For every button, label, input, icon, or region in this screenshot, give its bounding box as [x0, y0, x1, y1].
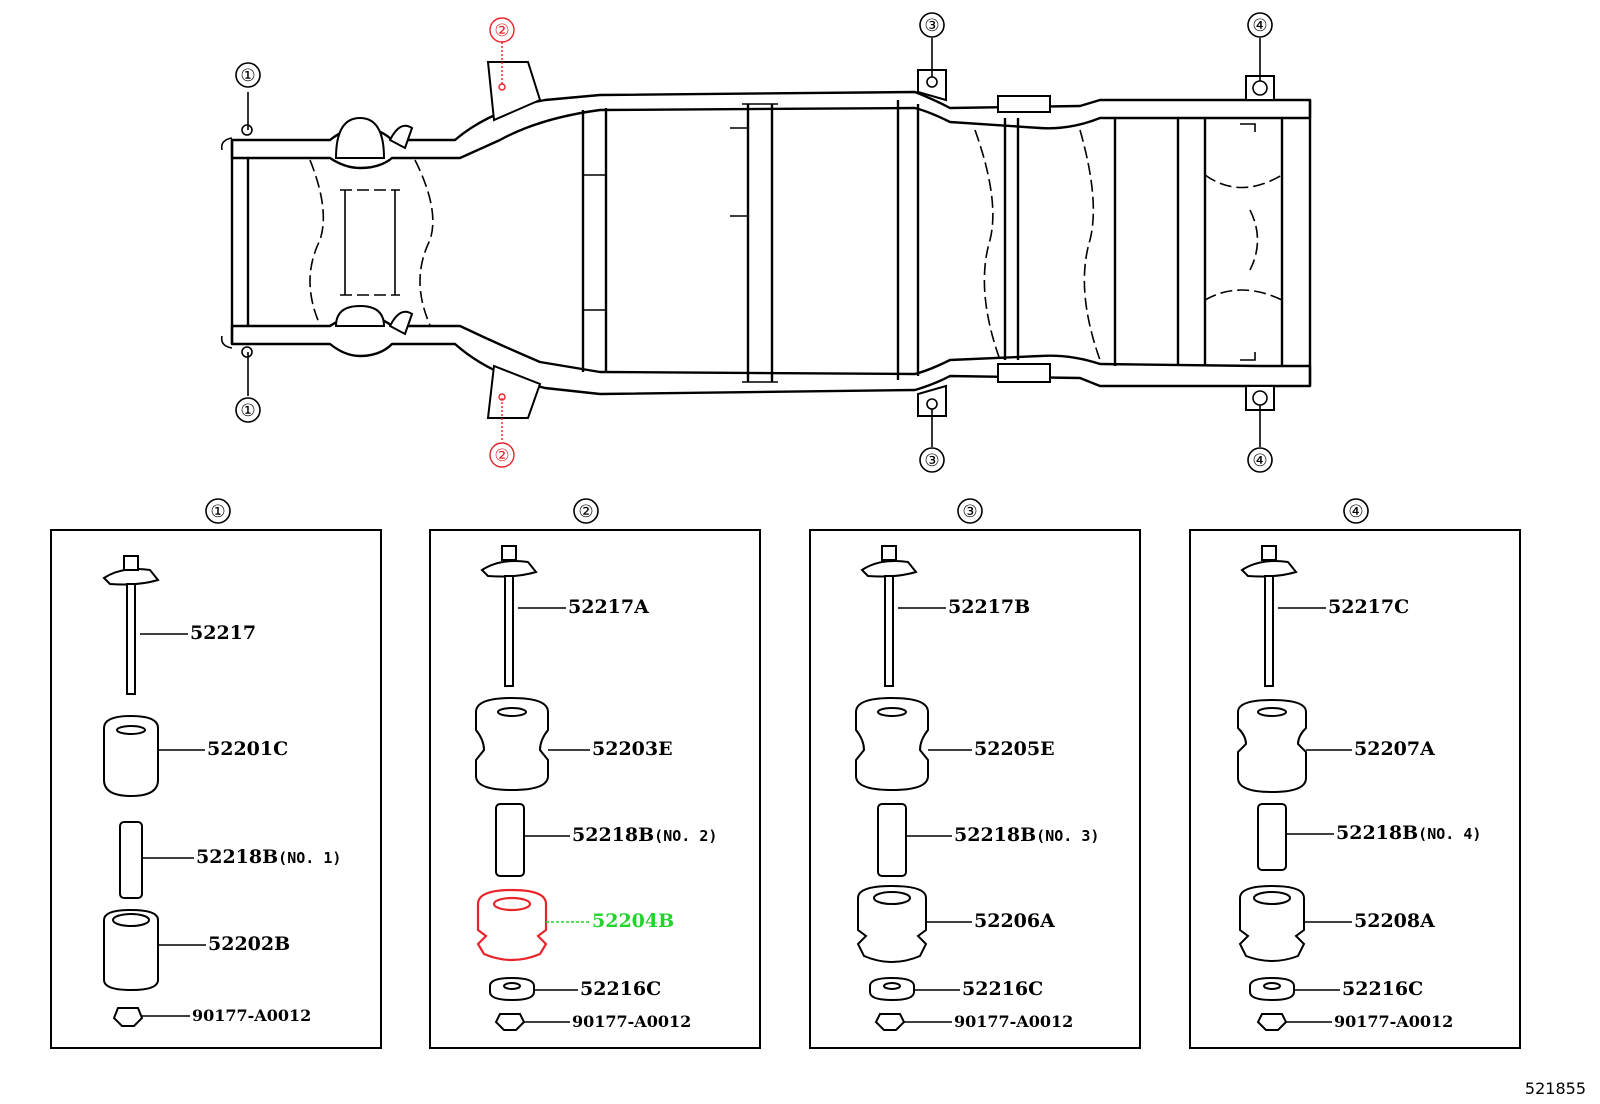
chassis-frame — [220, 90, 1312, 396]
group-1-box — [50, 529, 382, 1049]
group-2-upper-cushion-label: 52203E — [592, 738, 673, 760]
group-2-nut-label: 90177-A0012 — [572, 1012, 691, 1031]
group-4-washer — [1249, 976, 1295, 1002]
group-1-bolt-label: 52217 — [190, 622, 256, 644]
group-1: ① 52217 52201C 52218B(NO. 1) 52202B — [50, 498, 382, 1049]
group-4: ④ 52217C 52207A 52218B(NO. 4) 52208A — [1189, 498, 1521, 1049]
group-4-collar — [1257, 803, 1287, 871]
group-4-nut — [1256, 1013, 1288, 1031]
group-3: ③ 52217B 52205E 52218B(NO. 3) 52206A — [809, 498, 1141, 1049]
group-4-lower-cushion-label: 52208A — [1354, 910, 1435, 932]
group-3-bolt-label: 52217B — [948, 596, 1030, 618]
group-2-nut — [494, 1013, 526, 1031]
frame-callouts: ① ① ② ② ③ ③ ④ ④ — [235, 12, 1273, 473]
group-1-bolt — [102, 555, 160, 695]
group-2-lower-cushion-label: 52204B — [592, 910, 674, 932]
callout-3-bottom: ③ — [924, 451, 939, 471]
group-1-upper-cushion-label: 52201C — [207, 738, 288, 760]
group-3-box — [809, 529, 1141, 1049]
group-3-upper-cushion-label: 52205E — [974, 738, 1055, 760]
group-2-upper-cushion — [475, 696, 549, 792]
group-2-washer-label: 52216C — [580, 978, 661, 1000]
group-3-nut — [874, 1013, 906, 1031]
group-2-lower-cushion — [476, 888, 548, 962]
group-4-collar-label: 52218B(NO. 4) — [1336, 822, 1481, 844]
group-1-collar-label: 52218B(NO. 1) — [196, 846, 341, 868]
group-4-upper-cushion — [1237, 698, 1307, 794]
diagram-reference-number: 521855 — [1525, 1079, 1586, 1098]
group-4-bolt — [1240, 545, 1298, 687]
callout-4-bottom: ④ — [1252, 451, 1267, 471]
group-1-collar — [119, 821, 143, 899]
group-3-nut-label: 90177-A0012 — [954, 1012, 1073, 1031]
group-4-upper-cushion-label: 52207A — [1354, 738, 1435, 760]
group-2-bolt-label: 52217A — [568, 596, 649, 618]
group-3-upper-cushion — [855, 696, 929, 792]
group-3-washer-label: 52216C — [962, 978, 1043, 1000]
group-1-lower-cushion — [103, 908, 159, 992]
group-1-upper-cushion — [103, 714, 159, 798]
callout-1-top: ① — [240, 66, 255, 86]
group-3-bolt — [860, 545, 918, 687]
group-4-box — [1189, 529, 1521, 1049]
group-4-washer-label: 52216C — [1342, 978, 1423, 1000]
group-1-label: ① — [210, 502, 225, 522]
group-4-bolt-label: 52217C — [1328, 596, 1409, 618]
group-4-lower-cushion — [1238, 884, 1306, 962]
callout-2-top: ② — [494, 21, 509, 41]
group-3-lower-cushion-label: 52206A — [974, 910, 1055, 932]
group-3-label: ③ — [962, 502, 977, 522]
mount-points — [241, 61, 1275, 419]
group-2-collar — [495, 803, 525, 877]
group-2-box — [429, 529, 761, 1049]
group-1-lower-cushion-label: 52202B — [208, 933, 290, 955]
group-2-label: ② — [578, 502, 593, 522]
group-3-collar — [877, 803, 907, 877]
callout-4-top: ④ — [1252, 16, 1267, 36]
group-2: ② 52217A 52203E 52218B(NO. 2) 52204B — [429, 498, 761, 1049]
group-4-label: ④ — [1348, 502, 1363, 522]
group-2-collar-label: 52218B(NO. 2) — [572, 824, 717, 846]
callout-3-top: ③ — [924, 16, 939, 36]
group-2-bolt — [480, 545, 538, 687]
group-2-washer — [489, 976, 535, 1002]
callout-2-bottom: ② — [494, 446, 509, 466]
group-3-washer — [869, 976, 915, 1002]
group-3-lower-cushion — [856, 884, 928, 963]
group-1-nut-label: 90177-A0012 — [192, 1006, 311, 1025]
group-1-nut — [112, 1007, 144, 1027]
callout-1-bottom: ① — [240, 401, 255, 421]
group-3-collar-label: 52218B(NO. 3) — [954, 824, 1099, 846]
group-4-nut-label: 90177-A0012 — [1334, 1012, 1453, 1031]
